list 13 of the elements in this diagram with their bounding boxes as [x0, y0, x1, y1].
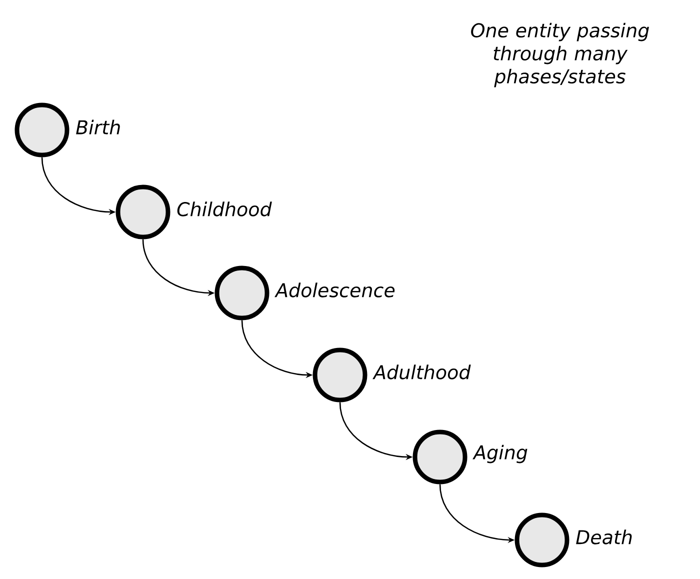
state-circle	[312, 348, 368, 402]
state-label: Childhood	[177, 202, 272, 216]
state-circle	[116, 184, 170, 240]
state-circle	[14, 102, 70, 158]
state-label: Adulthood	[372, 364, 471, 380]
state-label: Aging	[472, 444, 528, 464]
state-circle	[412, 430, 468, 484]
state-circle	[514, 512, 570, 568]
state-label: Birth	[76, 120, 120, 134]
state-label: Adolescence	[274, 282, 395, 298]
note: One entity passing through many phases/states	[471, 22, 649, 88]
state-label: Death	[576, 530, 632, 544]
state-circle	[214, 266, 270, 320]
